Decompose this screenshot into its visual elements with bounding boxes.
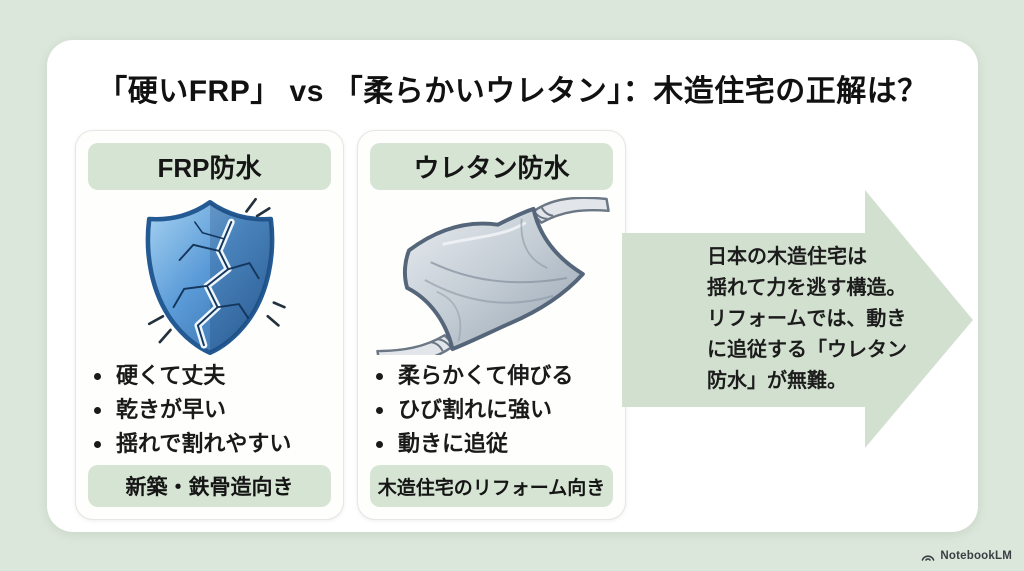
conclusion-arrow-icon (622, 190, 973, 448)
conclusion-line: 日本の木造住宅は (707, 246, 867, 268)
bullet-item: 硬くて丈夫 (114, 359, 335, 393)
hand-bottom-left (375, 334, 456, 355)
conclusion-text: 日本の木造住宅は 揺れて力を逃す構造。 リフォームでは、動き に追従する「ウレタ… (707, 242, 957, 397)
slide-card: 「硬いFRP」 vs 「柔らかいウレタン」：木造住宅の正解は？ FRP防水 (47, 40, 978, 532)
frp-badge: 新築・鉄骨造向き (88, 465, 331, 507)
frp-card: FRP防水 (75, 130, 344, 520)
stretched-sheet-icon (358, 193, 625, 359)
conclusion-line: に追従する「ウレタン (707, 339, 907, 361)
bullet-item: ひび割れに強い (396, 393, 617, 427)
frp-bullet-list: 硬くて丈夫 乾きが早い 揺れで割れやすい (114, 359, 335, 461)
page-title: 「硬いFRP」 vs 「柔らかいウレタン」：木造住宅の正解は？ (97, 75, 928, 108)
urethane-card-title: ウレタン防水 (370, 143, 613, 190)
conclusion-line: 揺れて力を逃す構造。 (707, 277, 907, 299)
urethane-card: ウレタン防水 (357, 130, 626, 520)
frp-card-title: FRP防水 (88, 143, 331, 190)
hand-top-right (529, 197, 610, 224)
brand-footer: NotebookLM (920, 549, 1012, 563)
cracked-shield-icon (76, 193, 343, 359)
bullet-item: 柔らかくて伸びる (396, 359, 617, 393)
conclusion-line: 防水」が無難。 (707, 370, 847, 392)
bullet-item: 動きに追従 (396, 427, 617, 461)
urethane-badge: 木造住宅のリフォーム向き (370, 465, 613, 507)
bullet-item: 乾きが早い (114, 393, 335, 427)
bullet-item: 揺れで割れやすい (114, 427, 335, 461)
notebooklm-logo-icon (921, 555, 935, 561)
brand-label: NotebookLM (940, 550, 1012, 562)
urethane-bullet-list: 柔らかくて伸びる ひび割れに強い 動きに追従 (396, 359, 617, 461)
conclusion-line: リフォームでは、動き (707, 308, 907, 330)
